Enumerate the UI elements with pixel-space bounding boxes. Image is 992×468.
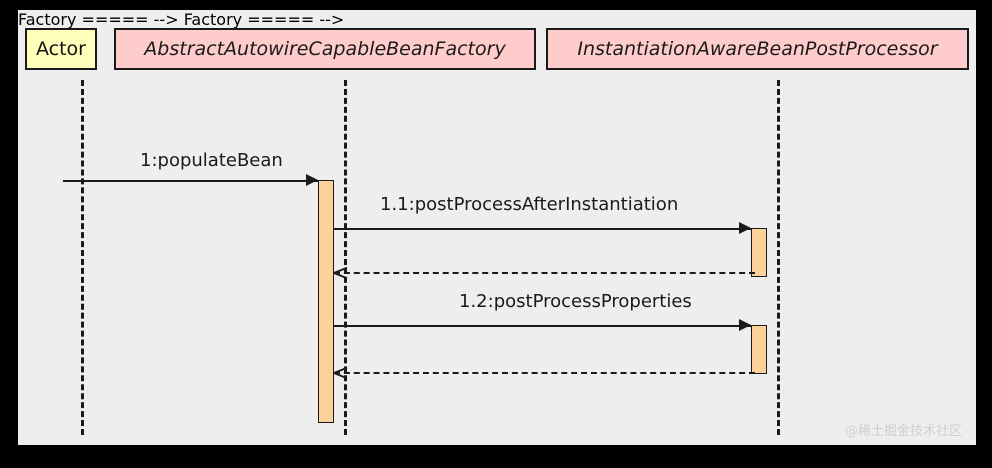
lifeline-factory: [344, 80, 347, 435]
message-label-post-process-properties: 1.2:postProcessProperties: [459, 291, 692, 312]
message-label-post-process-after-instantiation: 1.1:postProcessAfterInstantiation: [380, 194, 679, 215]
activation-bar-postprocessor-2: [751, 325, 767, 374]
lifeline-actor: [81, 80, 84, 435]
participant-abstract-autowire-capable-bean-factory[interactable]: AbstractAutowireCapableBeanFactory: [114, 28, 536, 70]
message-line-post-process-after-instantiation: [334, 228, 751, 230]
return-arrowhead-post-process-after-instantiation: [334, 266, 346, 278]
lifeline-postprocessor: [777, 80, 780, 435]
activation-bar-postprocessor-1: [751, 228, 767, 277]
participant-instantiation-aware-bean-post-processor[interactable]: InstantiationAwareBeanPostProcessor: [546, 28, 969, 70]
message-line-post-process-properties: [334, 325, 751, 327]
return-line-post-process-properties: [334, 372, 755, 374]
message-arrowhead-populate-bean: [306, 174, 318, 186]
message-line-populate-bean: [63, 180, 318, 182]
message-arrowhead-post-process-after-instantiation: [739, 222, 751, 234]
message-label-populate-bean: 1:populateBean: [140, 150, 283, 171]
participant-actor[interactable]: Actor: [25, 28, 97, 70]
return-arrowhead-post-process-properties: [334, 366, 346, 378]
sequence-diagram-canvas: Actor AbstractAutowireCapableBeanFactory…: [18, 10, 976, 445]
activation-bar-factory: [318, 180, 334, 423]
message-arrowhead-post-process-properties: [739, 319, 751, 331]
return-line-post-process-after-instantiation: [334, 272, 755, 274]
watermark-text: @稀土掘金技术社区: [844, 424, 962, 439]
